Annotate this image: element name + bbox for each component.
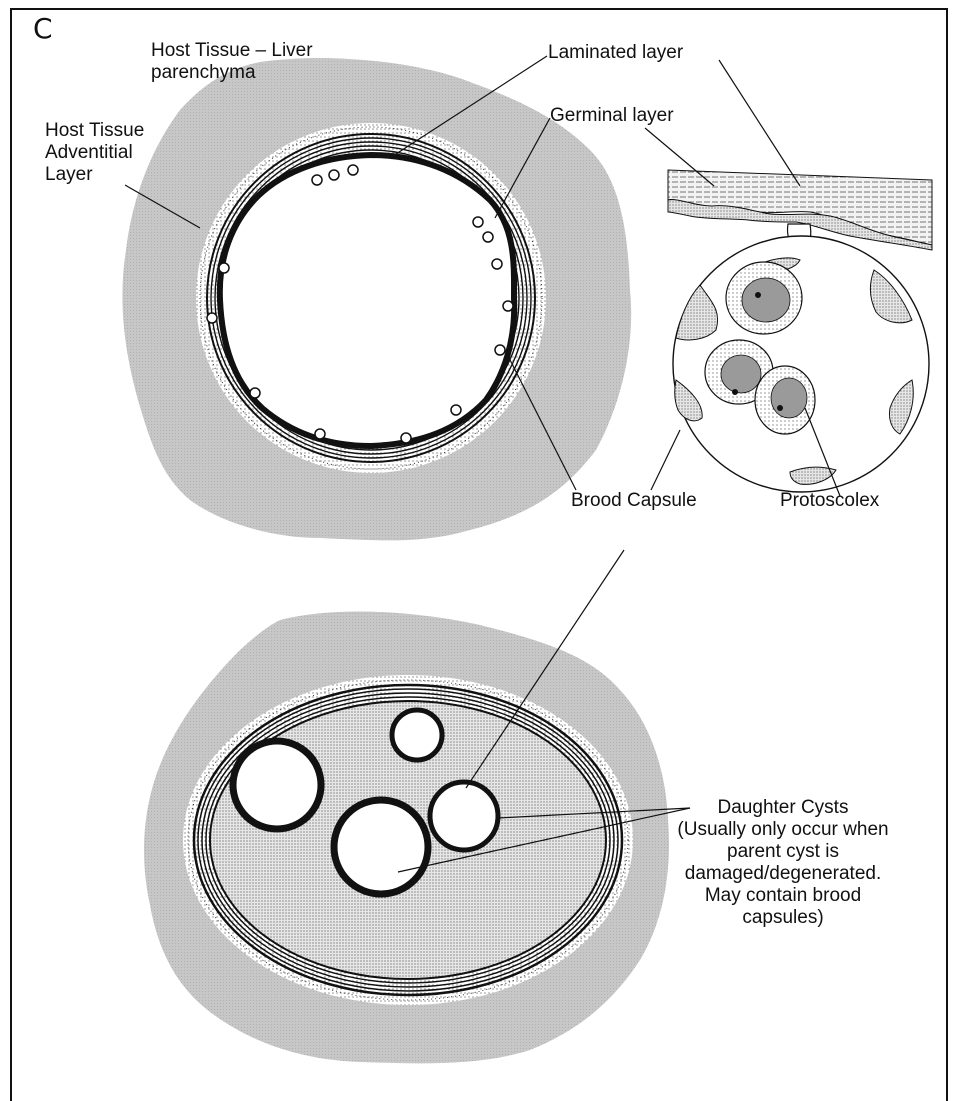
label-host-tissue-liver-line1: Host Tissue – Liver — [151, 40, 313, 62]
label-adventitial-line3: Layer — [45, 164, 144, 186]
panel-letter: C — [33, 12, 53, 45]
label-daughter-cysts-line1: Daughter Cysts — [648, 797, 918, 819]
label-laminated-layer: Laminated layer — [548, 42, 683, 64]
label-germinal-layer: Germinal layer — [550, 105, 674, 127]
label-daughter-cysts-line4: damaged/degenerated. — [648, 863, 918, 885]
label-host-tissue-liver: Host Tissue – Liver parenchyma — [151, 40, 313, 84]
label-daughter-cysts: Daughter Cysts (Usually only occur when … — [648, 797, 918, 929]
label-adventitial-line2: Adventitial — [45, 142, 144, 164]
label-daughter-cysts-line6: capsules) — [648, 907, 918, 929]
label-daughter-cysts-line2: (Usually only occur when — [648, 819, 918, 841]
label-protoscolex: Protoscolex — [780, 490, 879, 512]
label-daughter-cysts-line3: parent cyst is — [648, 841, 918, 863]
label-adventitial-line1: Host Tissue — [45, 120, 144, 142]
bottom-cyst — [144, 612, 669, 1064]
label-host-tissue-liver-line2: parenchyma — [151, 62, 313, 84]
germinal-layer-top — [220, 155, 514, 446]
label-daughter-cysts-line5: May contain brood — [648, 885, 918, 907]
label-brood-capsule: Brood Capsule — [571, 490, 697, 512]
top-cyst — [122, 58, 631, 540]
brood-capsule-detail — [668, 170, 932, 492]
label-host-tissue-adventitial: Host Tissue Adventitial Layer — [45, 120, 144, 186]
